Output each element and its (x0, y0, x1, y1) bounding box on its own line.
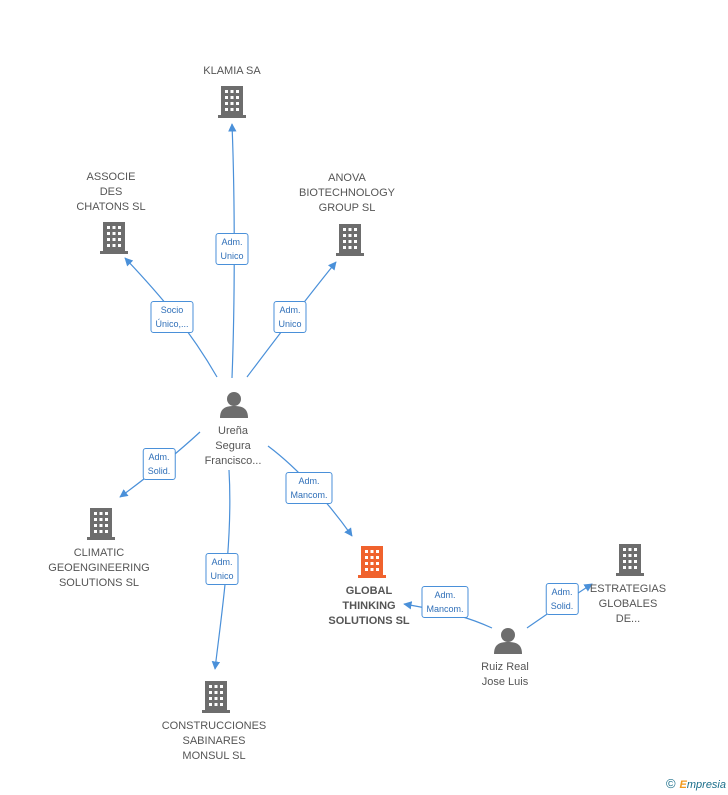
edge-label-to-anova: Adm. Unico (273, 301, 307, 333)
brand-logo-e: E (679, 779, 687, 791)
edge-label-ruiz-to-global: Adm. Mancom. (421, 586, 469, 618)
building-icon[interactable] (616, 544, 644, 576)
node-label-klamia[interactable]: KLAMIA SA (203, 65, 261, 77)
node-label-construcciones[interactable]: CONSTRUCCIONES SABINARES MONSUL SL (161, 720, 267, 762)
node-label-climatic[interactable]: CLIMATIC GEOENGINEERING SOLUTIONS SL (48, 547, 150, 589)
node-label-anova[interactable]: ANOVA BIOTECHNOLOGY GROUP SL (299, 172, 395, 214)
building-icon[interactable] (358, 546, 386, 578)
building-icon[interactable] (202, 681, 230, 713)
copyright-symbol: © (665, 776, 676, 791)
node-label-ruiz[interactable]: Ruiz Real Jose Luis (481, 661, 529, 688)
person-icon[interactable] (494, 628, 522, 654)
edge-label-to-global: Adm. Mancom. (285, 472, 333, 504)
edge-label-to-associe: Socio Único,... (150, 301, 194, 333)
node-label-estrategias[interactable]: ESTRATEGIAS GLOBALES DE... (589, 583, 667, 625)
copyright-notice: ©Empresia (666, 776, 726, 791)
person-icon[interactable] (220, 392, 248, 418)
edge-label-to-construcciones: Adm. Unico (205, 553, 239, 585)
node-label-global[interactable]: GLOBAL THINKING SOLUTIONS SL (328, 585, 410, 627)
building-icon[interactable] (336, 224, 364, 256)
building-icon[interactable] (100, 222, 128, 254)
edge-label-to-climatic: Adm. Solid. (142, 448, 176, 480)
building-icon[interactable] (87, 508, 115, 540)
edge-label-ruiz-to-estrategias: Adm. Solid. (545, 583, 579, 615)
building-icon[interactable] (218, 86, 246, 118)
edge-label-to-klamia: Adm. Unico (215, 233, 249, 265)
node-label-urena[interactable]: Ureña Segura Francisco... (204, 425, 262, 467)
node-label-associe[interactable]: ASSOCIE DES CHATONS SL (76, 171, 146, 213)
brand-logo-text: mpresia (686, 779, 726, 791)
